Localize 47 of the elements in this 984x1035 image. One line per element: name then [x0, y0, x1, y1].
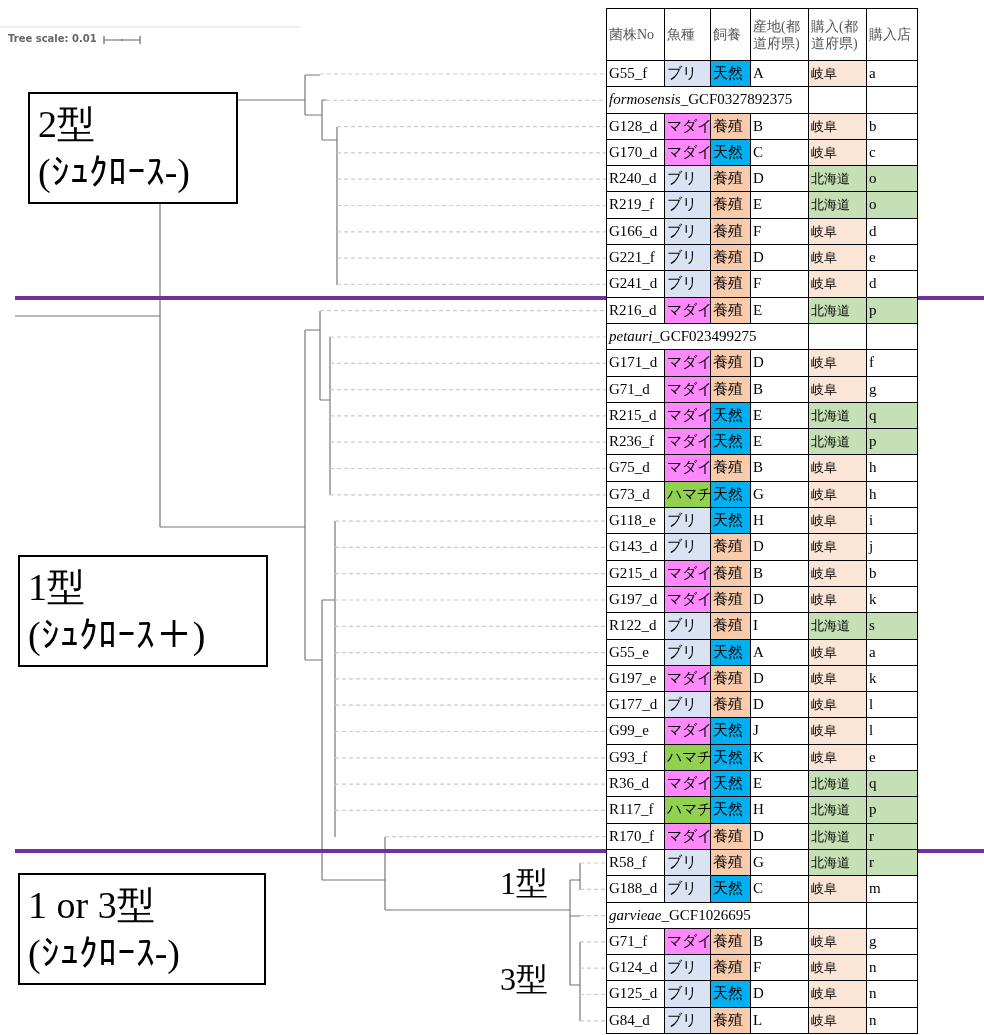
scale-label: Tree scale: 0.01 [8, 33, 97, 44]
table-cell: G215_d [606, 560, 665, 587]
table-cell: G124_d [606, 954, 665, 981]
table-cell: garvieae_GCF1026695 [606, 902, 809, 929]
clade-label-box: 1型 (ｼｭｸﾛｰｽ＋) [18, 555, 268, 667]
table-cell: formosensis_GCF0327892375 [606, 86, 809, 114]
table-cell: R240_d [606, 165, 665, 192]
table-cell: G143_d [606, 533, 665, 561]
table-cell: R58_f [606, 849, 665, 876]
table-cell: G188_d [606, 875, 665, 902]
table-cell: G177_d [606, 691, 665, 718]
column-header: 菌株No [606, 8, 665, 61]
table-cell: G128_d [606, 113, 665, 140]
table-cell: G55_f [606, 60, 665, 87]
table-cell: G118_e [606, 507, 665, 534]
clade-label-box: 1 or 3型 (ｼｭｸﾛｰｽ-) [18, 873, 266, 985]
column-header: 産地(都道府県) [750, 8, 809, 61]
column-header: 魚種 [664, 8, 711, 61]
table-cell: G93_f [606, 744, 665, 771]
table-cell: G241_d [606, 270, 665, 298]
table-cell: R36_d [606, 770, 665, 797]
table-cell: G221_f [606, 244, 665, 271]
table-cell: G166_d [606, 218, 665, 245]
table-cell: G99_e [606, 717, 665, 745]
table-cell: G197_e [606, 665, 665, 692]
table-cell: petauri_GCF023499275 [606, 323, 809, 350]
table-cell: G75_d [606, 454, 665, 482]
table-cell: R219_f [606, 192, 665, 219]
table-cell: G71_f [606, 928, 665, 955]
table-cell: G125_d [606, 980, 665, 1008]
table-cell: R236_f [606, 428, 665, 455]
table-cell: R170_f [606, 823, 665, 850]
table-cell: G71_d [606, 376, 665, 403]
table-cell: G55_e [606, 639, 665, 666]
table-cell: R122_d [606, 612, 665, 640]
clade-label-box: 2型 (ｼｭｸﾛｰｽ-) [28, 92, 238, 204]
table-cell: G73_d [606, 481, 665, 508]
table-cell: G170_d [606, 139, 665, 166]
table-cell: G84_d [606, 1007, 665, 1034]
column-header: 購入店 [866, 8, 918, 61]
column-header: 飼養 [710, 8, 751, 61]
table-cell: R216_d [606, 297, 665, 324]
column-header: 購入(都道府県) [808, 8, 867, 61]
table-cell: G197_d [606, 586, 665, 613]
table-cell: R215_d [606, 402, 665, 429]
table-cell: G171_d [606, 349, 665, 377]
table-cell: R117_f [606, 796, 665, 824]
